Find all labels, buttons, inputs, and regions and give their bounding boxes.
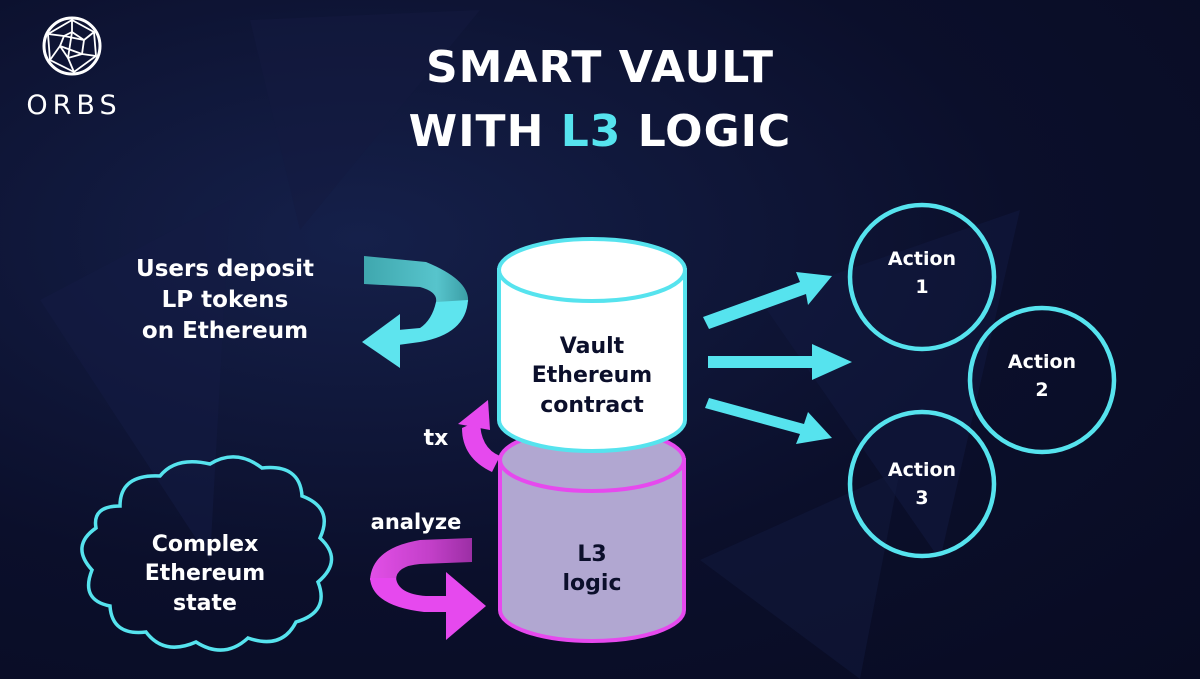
bg-triangle-top xyxy=(250,10,480,230)
deposit-label-line-1: Users deposit xyxy=(136,256,314,282)
action-1-label: Action 1 xyxy=(852,246,992,301)
action-3-circle xyxy=(847,409,997,559)
deposit-arrow-icon xyxy=(362,256,469,368)
tx-arrow-icon xyxy=(458,400,500,472)
l3-logic-label: L3 logic xyxy=(512,540,672,599)
vault-label-line-3: contract xyxy=(540,392,644,418)
action-2-label-title: Action xyxy=(1007,351,1077,373)
brand-name: ORBS xyxy=(26,90,122,121)
action-1-circle xyxy=(847,202,997,352)
vault-label-line-2: Ethereum xyxy=(531,363,653,389)
state-cloud-label: Complex Ethereum state xyxy=(120,530,290,618)
deposit-label-line-2: LP tokens xyxy=(161,286,289,313)
l3-logic-label-line-2: logic xyxy=(562,571,622,597)
l3-logic-cylinder xyxy=(498,427,686,643)
title-suffix: LOGIC xyxy=(621,106,792,157)
bg-triangle-bottom xyxy=(700,470,900,679)
state-cloud-label-line-3: state xyxy=(173,590,237,616)
tx-label: tx xyxy=(423,426,449,451)
state-cloud-icon xyxy=(80,455,334,652)
action-2-circle xyxy=(967,305,1117,455)
deposit-label-line-3: on Ethereum xyxy=(141,317,309,344)
action-3-label-number: 3 xyxy=(915,486,929,509)
state-cloud-label-line-2: Ethereum xyxy=(144,561,266,587)
action-2-label: Action 2 xyxy=(972,349,1112,404)
analyze-arrow-icon xyxy=(370,538,486,640)
action-arrow-3-icon xyxy=(705,398,832,444)
page-title-line-2: WITH L3 LOGIC xyxy=(300,106,900,157)
title-accent: L3 xyxy=(560,106,622,157)
title-prefix: WITH xyxy=(408,106,561,157)
bg-triangle-right xyxy=(760,210,1020,560)
analyze-label: analyze xyxy=(370,510,462,534)
l3-logic-label-line-1: L3 xyxy=(577,542,607,567)
state-cloud-label-line-1: Complex xyxy=(151,532,259,557)
action-1-label-title: Action xyxy=(887,248,957,270)
deposit-label: Users deposit LP tokens on Ethereum xyxy=(110,254,340,346)
action-1-label-number: 1 xyxy=(915,275,929,298)
page-title-line-1: SMART VAULT xyxy=(425,42,775,93)
bg-triangle-left xyxy=(40,200,230,560)
vault-cylinder xyxy=(497,237,687,453)
action-2-label-number: 2 xyxy=(1035,378,1049,401)
vault-label-line-1: Vault xyxy=(559,334,625,359)
action-3-label-title: Action xyxy=(887,459,957,481)
action-3-label: Action 3 xyxy=(852,457,992,512)
action-arrow-1-icon xyxy=(703,272,832,329)
orbs-logo-icon xyxy=(42,16,102,76)
vault-label: Vault Ethereum contract xyxy=(512,332,672,420)
action-arrow-2-icon xyxy=(708,344,852,380)
